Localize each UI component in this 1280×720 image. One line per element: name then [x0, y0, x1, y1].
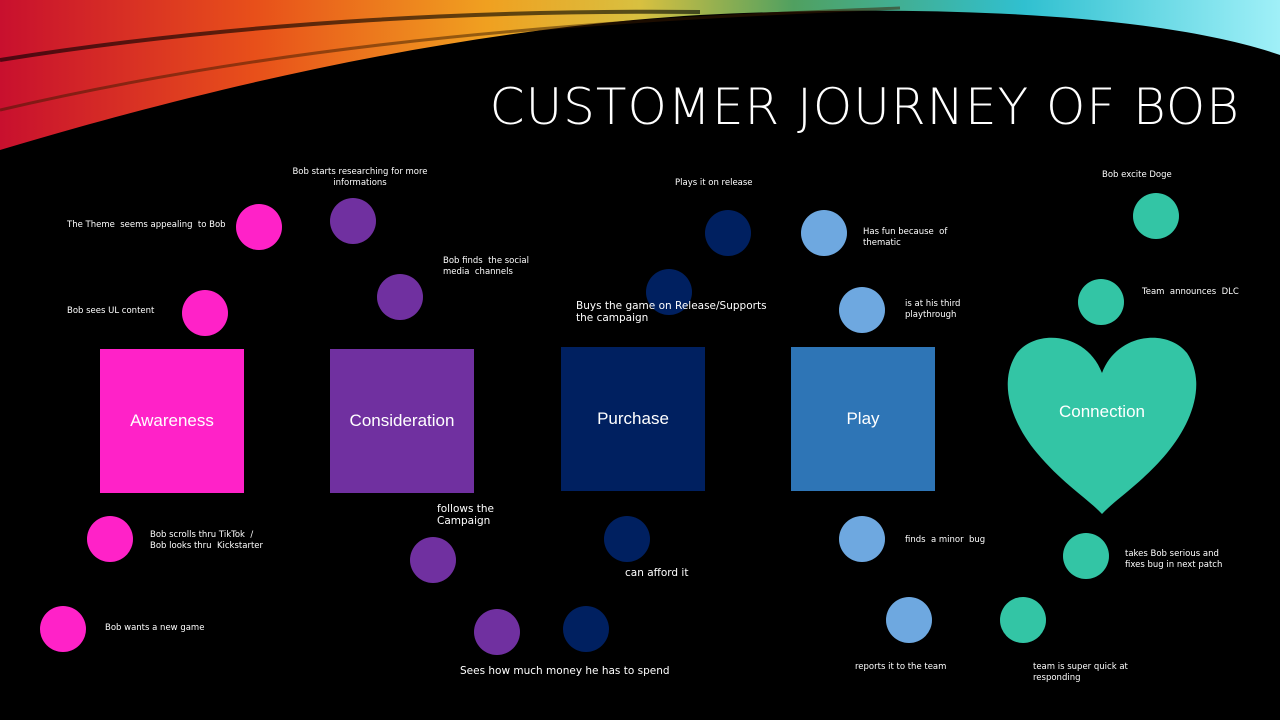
play-dot [839, 287, 885, 333]
consideration-note: Bob starts researching for more informat… [292, 167, 428, 188]
connection-note: takes Bob serious and fixes bug in next … [1125, 549, 1223, 570]
awareness-dot [87, 516, 133, 562]
purchase-note: Buys the game on Release/Supports the ca… [576, 300, 767, 324]
consideration-note: Bob finds the social media channels [443, 256, 529, 277]
connection-dot [1133, 193, 1179, 239]
consideration-dot [330, 198, 376, 244]
stage-connection-heart [1007, 337, 1197, 514]
play-note: is at his third playthrough [905, 299, 961, 320]
connection-note: team is super quick at responding [1033, 662, 1128, 683]
purchase-dot [563, 606, 609, 652]
stage-play: Play [791, 347, 935, 491]
play-dot [801, 210, 847, 256]
stage-purchase: Purchase [561, 347, 705, 491]
awareness-note: Bob sees UL content [67, 306, 155, 316]
connection-dot [1078, 279, 1124, 325]
connection-note: Bob excite Doge [1102, 170, 1172, 180]
decorative-swoosh-banner [0, 0, 1280, 150]
awareness-dot [40, 606, 86, 652]
play-note: reports it to the team [855, 662, 947, 672]
stage-connection-label: Connection [1058, 402, 1145, 421]
awareness-dot [236, 204, 282, 250]
play-dot [839, 516, 885, 562]
purchase-note: Plays it on release [675, 178, 753, 188]
stage-consideration: Consideration [330, 349, 474, 493]
awareness-note: The Theme seems appealing to Bob [67, 220, 226, 230]
play-note: finds a minor bug [905, 535, 986, 545]
purchase-note: can afford it [625, 567, 689, 579]
connection-dot [1063, 533, 1109, 579]
connection-note: Team announces DLC [1142, 287, 1239, 297]
consideration-note: follows the Campaign [437, 503, 495, 527]
consideration-dot [410, 537, 456, 583]
awareness-dot [182, 290, 228, 336]
play-note: Has fun because of thematic [863, 227, 948, 248]
consideration-dot [474, 609, 520, 655]
consideration-note: Sees how much money he has to spend [460, 665, 670, 677]
purchase-dot [705, 210, 751, 256]
purchase-dot [646, 269, 692, 315]
play-dot [886, 597, 932, 643]
awareness-note: Bob wants a new game [105, 623, 205, 633]
awareness-note: Bob scrolls thru TikTok / Bob looks thru… [150, 530, 264, 551]
consideration-dot [377, 274, 423, 320]
purchase-dot [604, 516, 650, 562]
stage-awareness: Awareness [100, 349, 244, 493]
page-title: CUSTOMER JOURNEY OF BOB [489, 78, 1240, 136]
connection-dot [1000, 597, 1046, 643]
